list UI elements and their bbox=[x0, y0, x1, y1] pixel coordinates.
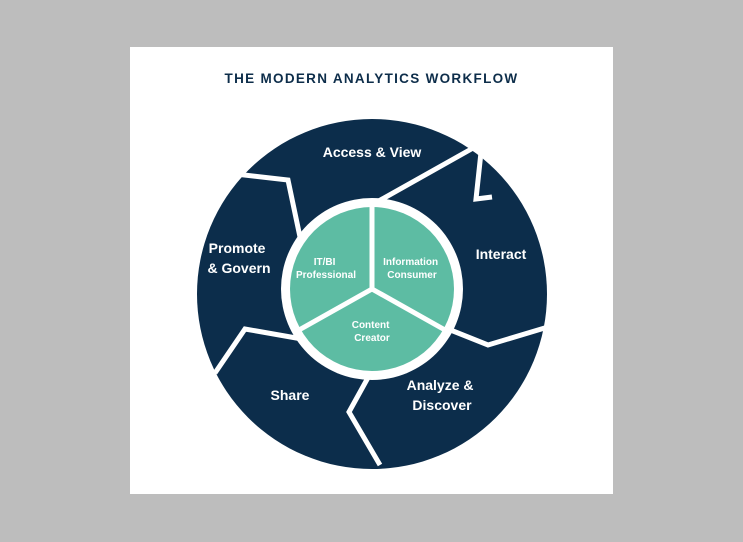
role-it-bi-line1: IT/BI bbox=[314, 257, 336, 268]
stage-analyze-discover-line2: Discover bbox=[412, 397, 472, 413]
diagram-card: THE MODERN ANALYTICS WORKFLOW Access & V… bbox=[130, 47, 613, 494]
stage-promote-govern-line2: & Govern bbox=[207, 260, 270, 276]
diagram-title: THE MODERN ANALYTICS WORKFLOW bbox=[224, 71, 519, 86]
role-it-bi: IT/BI Professional bbox=[296, 257, 356, 281]
role-information-consumer: Information Consumer bbox=[383, 257, 441, 281]
role-information-consumer-line2: Consumer bbox=[387, 270, 437, 281]
stage-share: Share bbox=[271, 387, 310, 403]
stage-promote-govern-line1: Promote bbox=[209, 240, 266, 256]
role-information-consumer-line1: Information bbox=[383, 257, 438, 268]
stage-analyze-discover: Analyze & Discover bbox=[407, 377, 478, 413]
role-content-creator-line2: Creator bbox=[354, 333, 390, 344]
stage-interact-line1: Interact bbox=[476, 246, 527, 262]
stage-share-line1: Share bbox=[271, 387, 310, 403]
stage-access-view-line1: Access & View bbox=[323, 144, 422, 160]
role-it-bi-line2: Professional bbox=[296, 270, 356, 281]
stage-interact: Interact bbox=[476, 246, 527, 262]
role-content-creator: Content Creator bbox=[352, 320, 393, 344]
role-divider-left bbox=[297, 286, 374, 333]
divider-interact-analyze bbox=[437, 322, 549, 348]
divider-access-interact bbox=[366, 138, 493, 210]
role-content-creator-line1: Content bbox=[352, 320, 390, 331]
stage-access-view: Access & View bbox=[323, 144, 422, 160]
stage-promote-govern: Promote & Govern bbox=[207, 240, 270, 276]
stage-analyze-discover-line1: Analyze & bbox=[407, 377, 474, 393]
divider-promote-access bbox=[226, 170, 303, 238]
workflow-diagram: Access & View Interact Analyze & Discove… bbox=[197, 119, 549, 469]
divider-share-promote bbox=[212, 326, 303, 375]
divider-analyze-share bbox=[346, 363, 383, 467]
role-divider-right bbox=[370, 286, 447, 333]
